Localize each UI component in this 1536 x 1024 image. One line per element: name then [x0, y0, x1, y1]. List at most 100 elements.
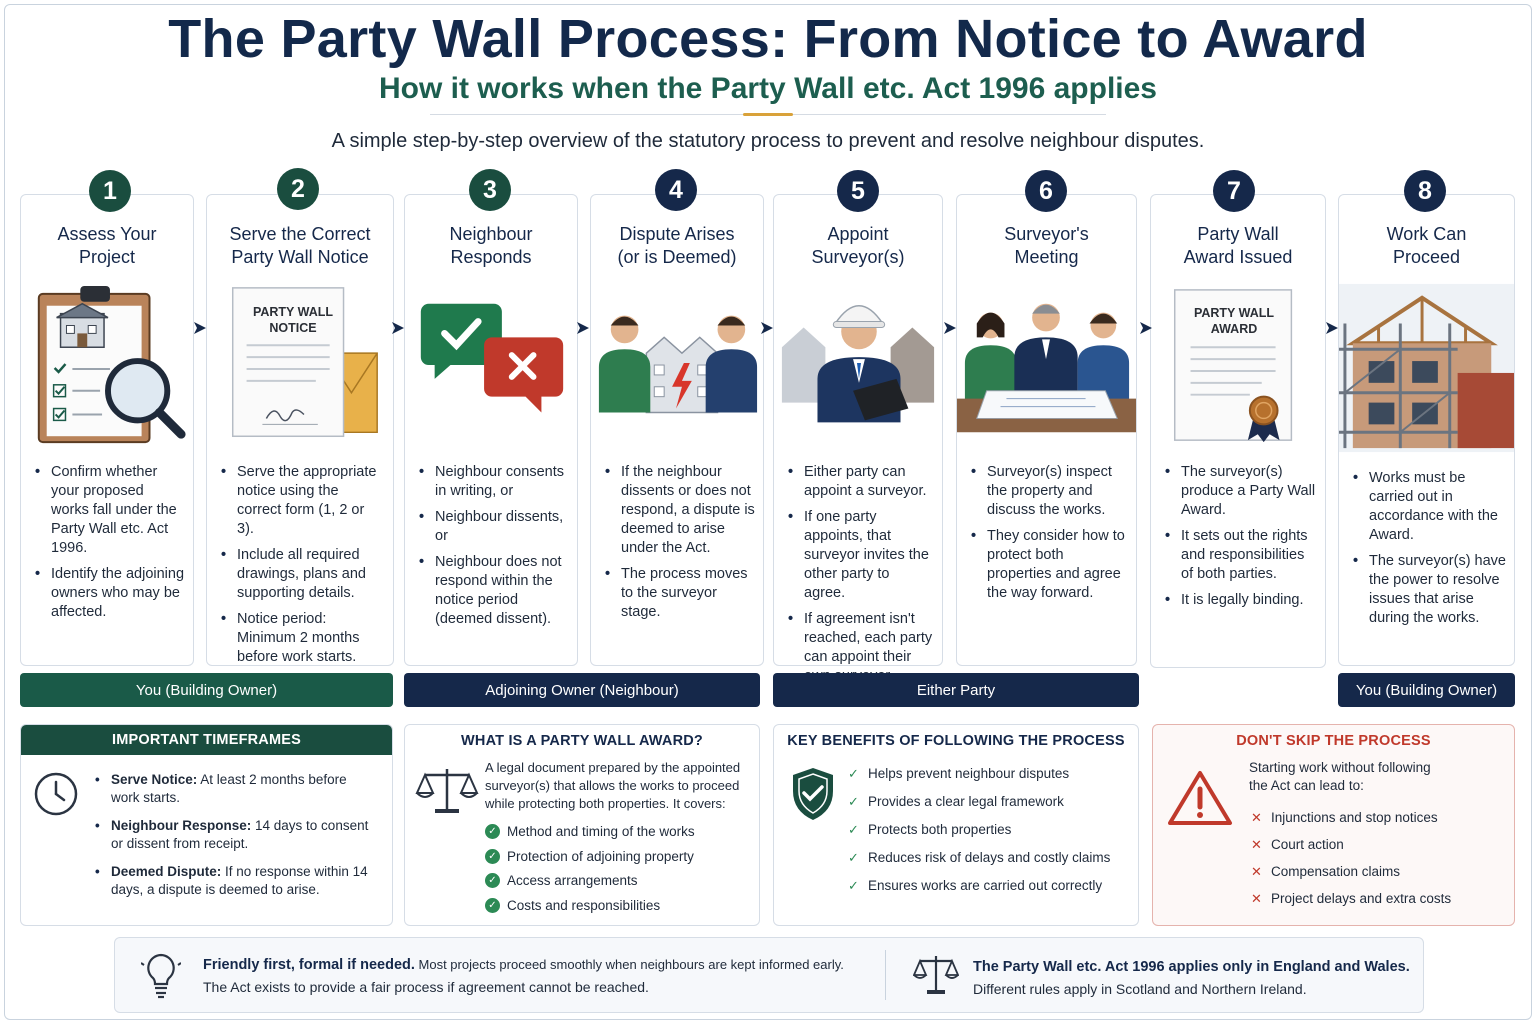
notice-document-icon [231, 287, 378, 438]
step-number-7: 7 [1213, 170, 1255, 212]
check-icon: ✓ [848, 878, 859, 893]
step-title: Dispute Arises(or is Deemed) [617, 224, 737, 267]
panel-title: WHAT IS A PARTY WALL AWARD? [461, 733, 703, 749]
benefits-list: ✓Helps prevent neighbour disputes ✓Provi… [846, 765, 1130, 905]
timeframe-list: Serve Notice: At least 2 months before w… [95, 771, 375, 909]
check-circle-icon: ✓ [485, 897, 500, 913]
arrow-right-icon [392, 322, 404, 334]
consequences-list: ✕Injunctions and stop notices ✕Court act… [1249, 809, 1509, 917]
bullet: Either party can appoint a surveyor. [788, 463, 934, 501]
bullet: If one party appoints, that surveyor inv… [788, 508, 934, 603]
step-bullets: Serve the appropriate notice using the c… [221, 463, 385, 674]
panel-timeframes: IMPORTANT TIMEFRAMES Serve Notice: At le… [20, 724, 393, 926]
footer-right-line2: Different rules apply in Scotland and No… [973, 981, 1307, 997]
dispute-neighbours-icon [598, 315, 758, 414]
bullet: Neighbour does not respond within the no… [419, 553, 569, 629]
cross-icon: ✕ [1251, 837, 1262, 852]
bullet: The surveyor(s) have the power to resolv… [1353, 552, 1506, 628]
bullet: It is legally binding. [1165, 591, 1317, 610]
role-bar-building-owner: You (Building Owner) [20, 673, 393, 707]
shield-check-icon [793, 768, 833, 820]
panel-title: IMPORTANT TIMEFRAMES [21, 725, 392, 755]
bullet: Include all required drawings, plans and… [221, 546, 385, 603]
award-item: ✓Protection of adjoining property [485, 848, 747, 866]
step-number-4: 4 [655, 169, 697, 211]
arrow-right-icon [1140, 322, 1152, 334]
consequence-item: ✕Compensation claims [1249, 863, 1509, 881]
check-icon: ✓ [848, 822, 859, 837]
step-bullets: The surveyor(s) produce a Party Wall Awa… [1165, 463, 1317, 617]
footer-left-line1: Friendly first, formal if needed. Most p… [203, 957, 844, 973]
footer-divider [885, 950, 886, 1000]
lightbulb-icon [141, 953, 181, 999]
step-card-4: Dispute Arises(or is Deemed) If the neig… [590, 194, 764, 666]
award-document-icon [1173, 289, 1293, 443]
bullet: Identify the adjoining owners who may be… [35, 565, 185, 622]
page-title: The Party Wall Process: From Notice to A… [168, 9, 1368, 69]
check-icon: ✓ [848, 766, 859, 781]
intro-text: A simple step-by-step overview of the st… [331, 130, 1205, 152]
bullet: Surveyor(s) inspect the property and dis… [971, 463, 1128, 520]
arrow-right-icon [944, 322, 956, 334]
arrow-right-icon [1326, 322, 1338, 334]
award-list: ✓Method and timing of the works ✓Protect… [485, 823, 747, 921]
footer-right-line1: The Party Wall etc. Act 1996 applies onl… [973, 959, 1410, 975]
consequence-item: ✕Project delays and extra costs [1249, 890, 1509, 908]
step-bullets: If the neighbour dissents or does not re… [605, 463, 755, 629]
scales-icon [913, 956, 959, 994]
cross-icon: ✕ [1251, 864, 1262, 879]
timeframe-item: Neighbour Response: 14 days to consent o… [95, 817, 375, 853]
role-bar-either-party: Either Party [773, 673, 1139, 707]
award-intro: A legal document prepared by the appoint… [485, 760, 741, 811]
dont-skip-intro: Starting work without following the Act … [1249, 760, 1431, 793]
bullet: Confirm whether your proposed works fall… [35, 463, 185, 558]
bullet: They consider how to protect both proper… [971, 527, 1128, 603]
bullet: Notice period: Minimum 2 months before w… [221, 610, 385, 667]
benefit-item: ✓Reduces risk of delays and costly claim… [846, 849, 1130, 867]
cross-icon: ✕ [1251, 810, 1262, 825]
step-bullets: Either party can appoint a surveyor. If … [788, 463, 934, 693]
step-bullets: Neighbour consents in writing, or Neighb… [419, 463, 569, 636]
step-number-2: 2 [277, 168, 319, 210]
bullet: Neighbour consents in writing, or [419, 463, 569, 501]
panel-dont-skip: DON'T SKIP THE PROCESS Starting work wit… [1152, 724, 1515, 926]
bullet: Works must be carried out in accordance … [1353, 469, 1506, 545]
footer-left-line2: The Act exists to provide a fair process… [203, 979, 649, 995]
check-circle-icon: ✓ [485, 824, 500, 839]
step-number-6: 6 [1025, 170, 1067, 212]
meeting-icon [957, 303, 1136, 433]
bullet: The process moves to the surveyor stage. [605, 565, 755, 622]
panel-title: DON'T SKIP THE PROCESS [1236, 733, 1431, 749]
arrow-right-icon [194, 322, 206, 334]
check-circle-icon: ✓ [485, 873, 500, 888]
panel-benefits: KEY BENEFITS OF FOLLOWING THE PROCESS ✓H… [773, 724, 1139, 926]
page-subtitle: How it works when the Party Wall etc. Ac… [378, 72, 1157, 105]
step-number-3: 3 [469, 169, 511, 211]
award-item: ✓Access arrangements [485, 872, 747, 890]
arrow-right-icon [761, 322, 773, 334]
panel-title: KEY BENEFITS OF FOLLOWING THE PROCESS [787, 733, 1125, 749]
consequence-item: ✕Injunctions and stop notices [1249, 809, 1509, 827]
check-icon: ✓ [848, 850, 859, 865]
role-bar-building-owner-end: You (Building Owner) [1338, 673, 1515, 707]
cross-icon: ✕ [1251, 891, 1262, 906]
bullet: Neighbour dissents, or [419, 508, 569, 546]
role-bar-adjoining-owner: Adjoining Owner (Neighbour) [404, 673, 760, 707]
benefit-item: ✓Helps prevent neighbour disputes [846, 765, 1130, 783]
clock-icon [34, 772, 78, 816]
step-number-1: 1 [89, 170, 131, 212]
consequence-item: ✕Court action [1249, 836, 1509, 854]
